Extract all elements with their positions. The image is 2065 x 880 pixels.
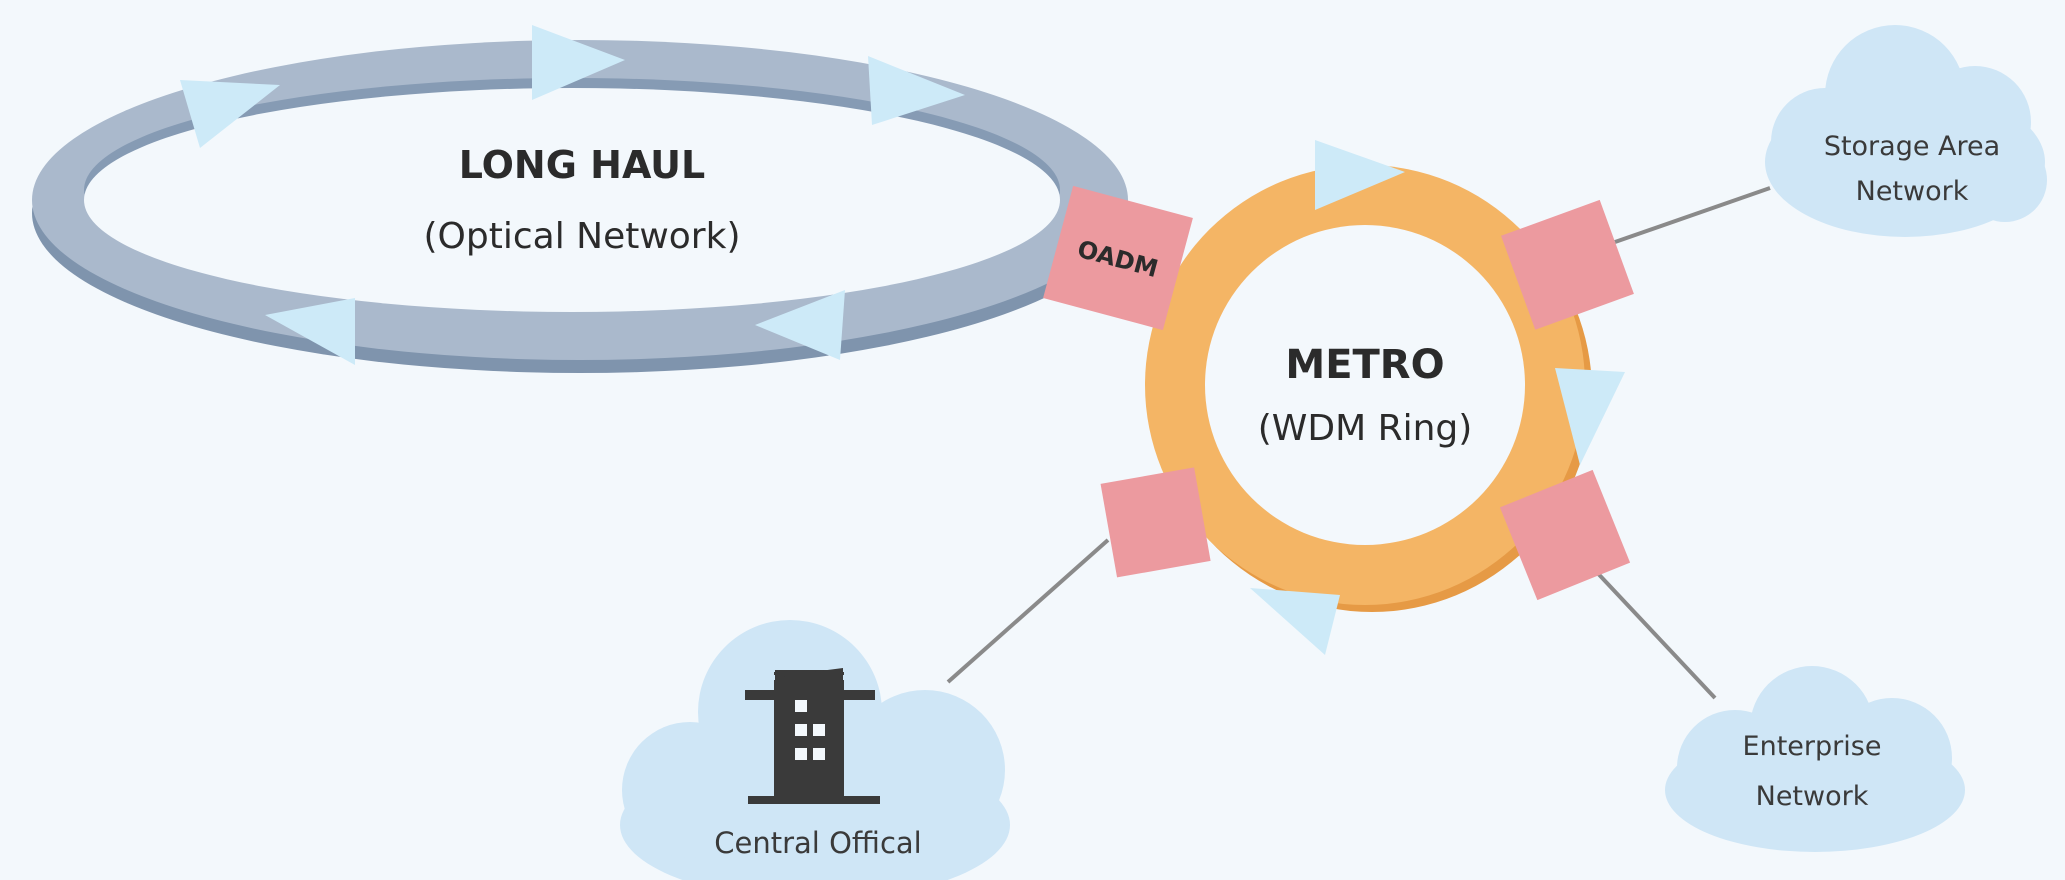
oadm-node-right-top	[1501, 199, 1634, 330]
enterprise-network-label-line2: Network	[1756, 781, 1869, 812]
metro-ring	[1145, 165, 1592, 612]
cloud-storage-area-network	[1765, 25, 2047, 237]
metro-arrow-2	[1555, 368, 1625, 465]
connector-central	[946, 538, 1110, 684]
cloud-enterprise-network	[1665, 666, 1965, 852]
metro-title: METRO	[1285, 342, 1444, 388]
metro-arrow-1	[1315, 140, 1405, 210]
long-haul-arrow-1	[180, 80, 280, 148]
metro-subtitle: (WDM Ring)	[1258, 408, 1473, 449]
storage-network-label-line1: Storage Area	[1824, 131, 2000, 162]
long-haul-title: LONG HAUL	[459, 143, 706, 187]
oadm-node-main: OADM	[1043, 185, 1193, 331]
cloud-central-office	[620, 620, 1010, 880]
long-haul-ring	[32, 40, 1128, 373]
storage-network-label-line2: Network	[1856, 176, 1969, 207]
long-haul-arrow-4	[755, 290, 845, 360]
oadm-node-left-bottom	[1100, 467, 1211, 578]
oadm-node-right-bottom	[1499, 469, 1631, 601]
enterprise-network-label-line1: Enterprise	[1743, 731, 1882, 762]
connector-enterprise	[1588, 563, 1717, 700]
long-haul-arrow-2	[532, 25, 625, 100]
metro-arrow-3	[1250, 588, 1340, 655]
long-haul-arrow-3	[868, 56, 965, 125]
central-office-label: Central Offical	[714, 826, 921, 860]
long-haul-arrow-5	[265, 298, 355, 365]
long-haul-subtitle: (Optical Network)	[423, 216, 740, 257]
building-icon	[745, 668, 880, 804]
connector-storage	[1614, 186, 1771, 244]
